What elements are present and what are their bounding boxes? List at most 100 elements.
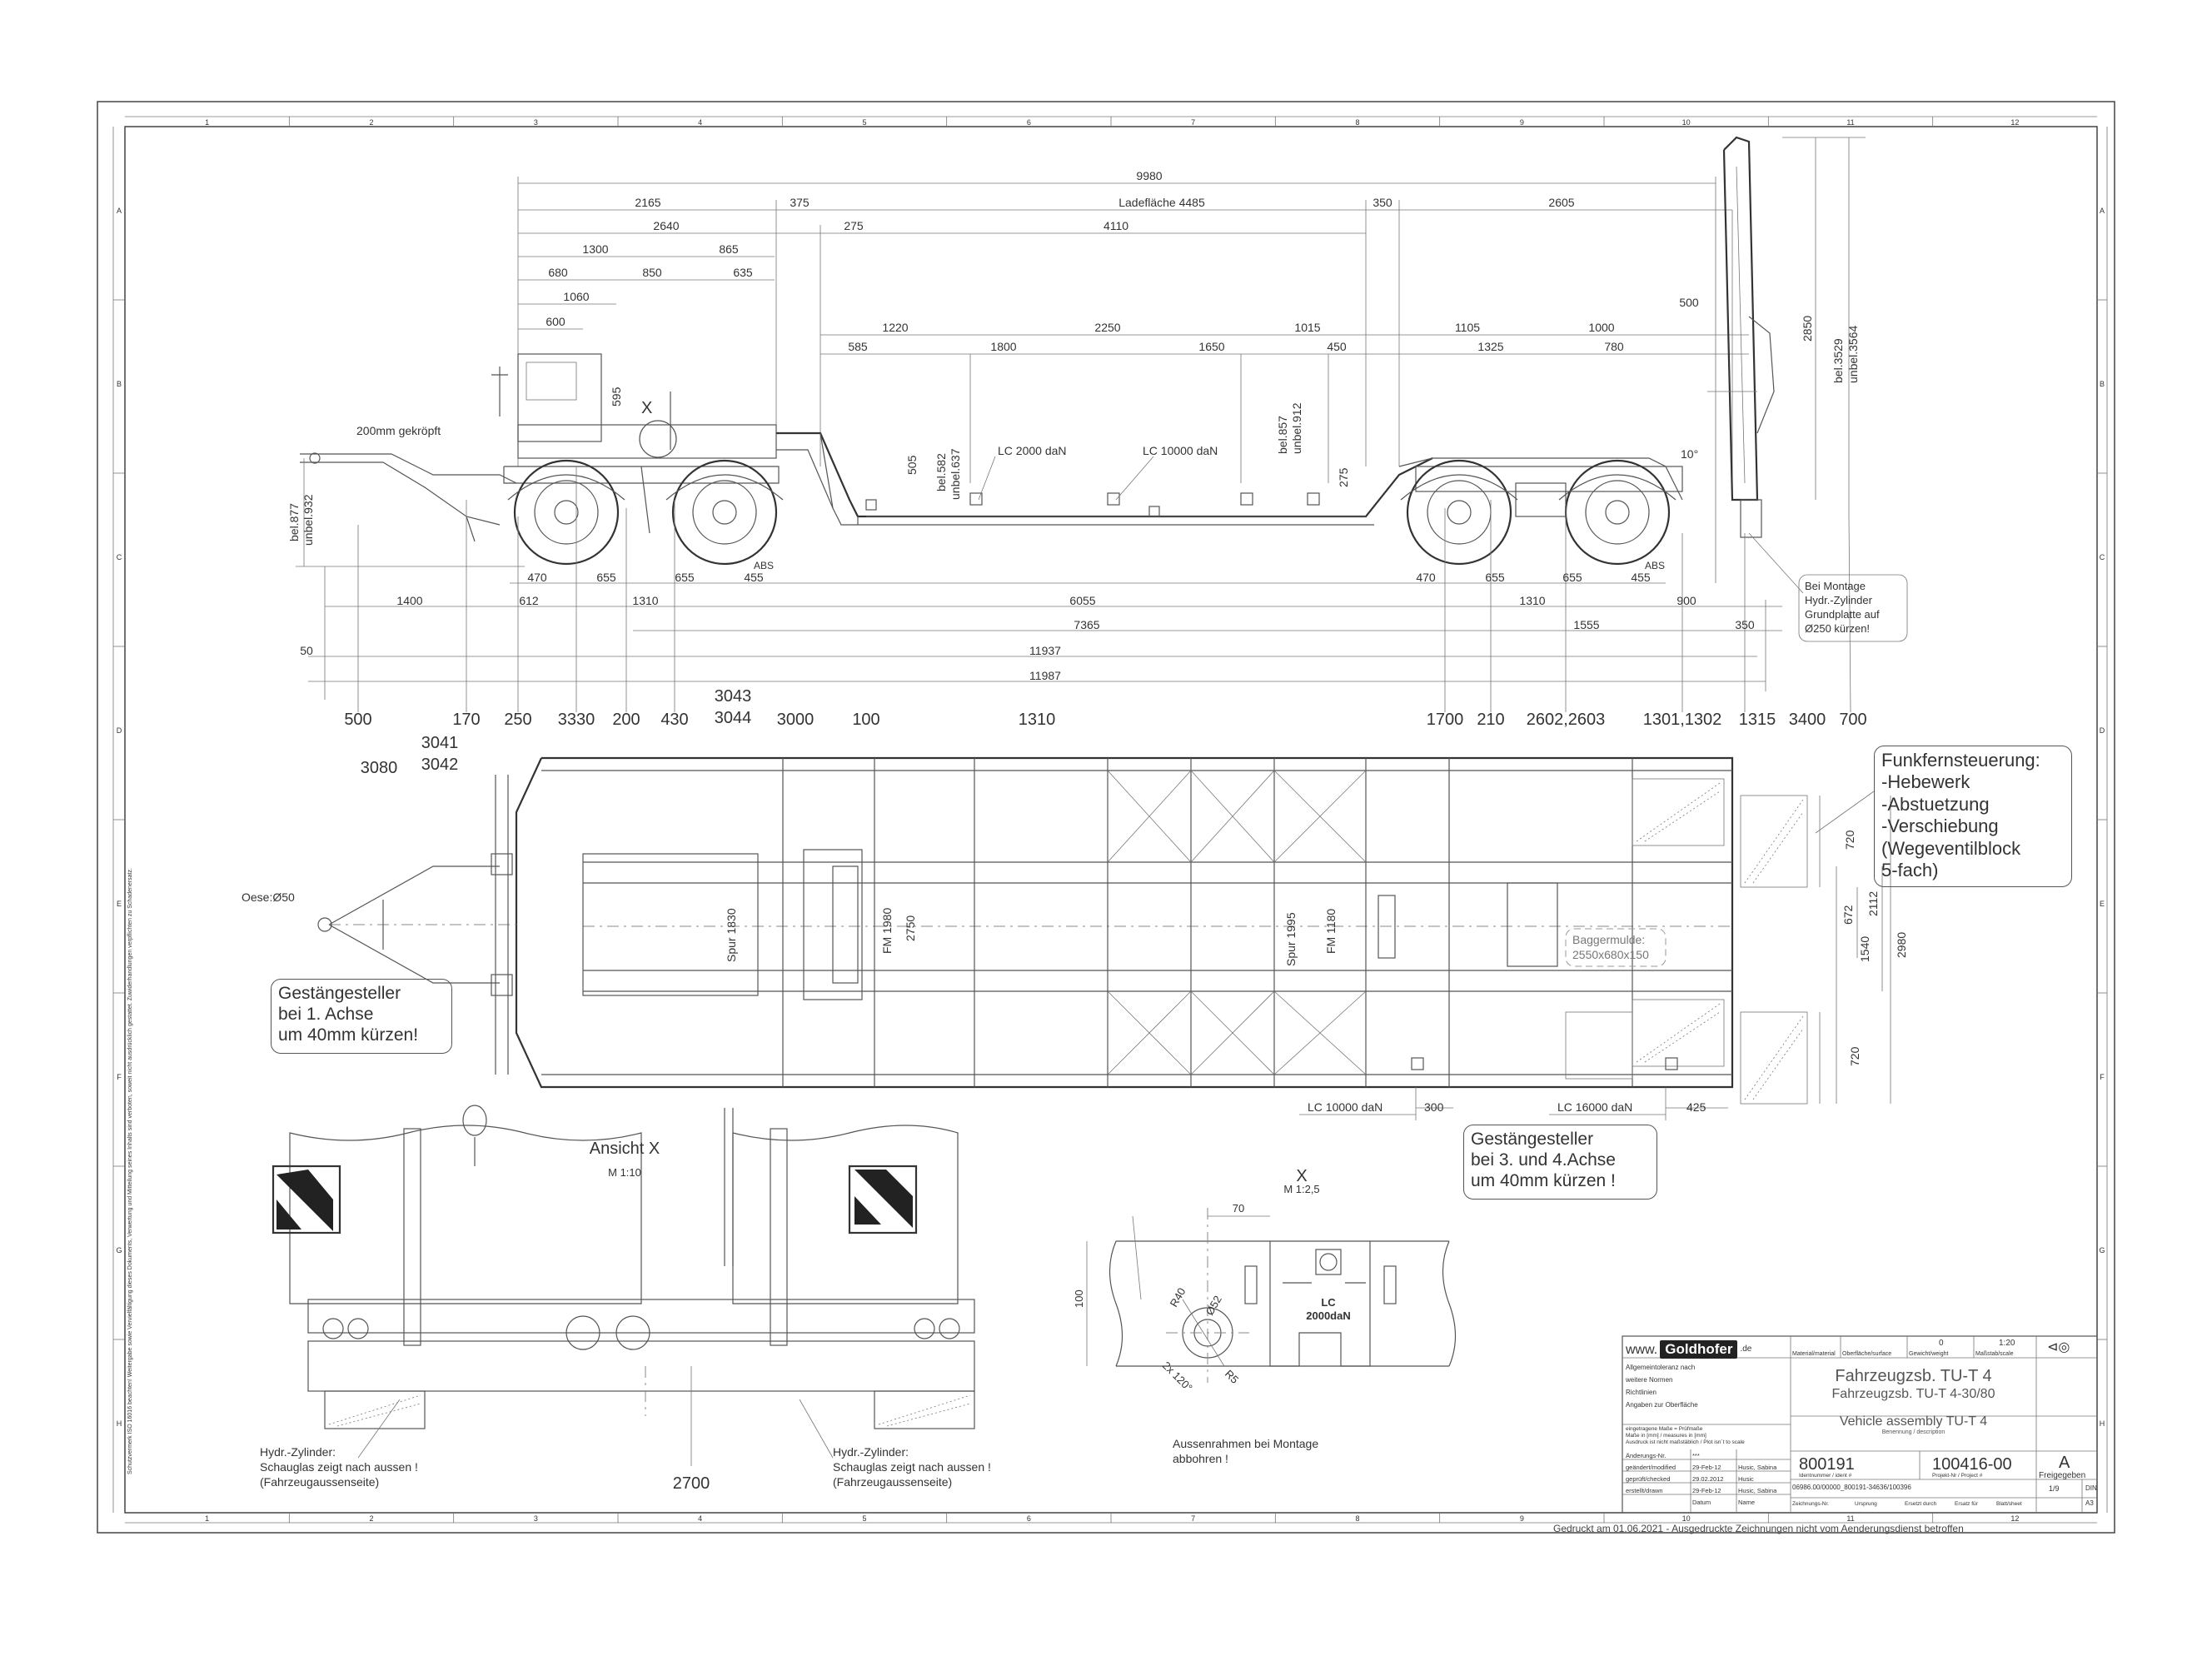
dim-4110: 4110	[1104, 219, 1128, 232]
svg-text:Spur 1830: Spur 1830	[725, 908, 738, 962]
column-ref: 3	[534, 118, 538, 127]
row-ref: B	[2100, 380, 2105, 388]
svg-text:720: 720	[1843, 830, 1856, 850]
row-ref: C	[2100, 553, 2105, 561]
dim-635: 635	[733, 266, 753, 279]
svg-text:LC 16000 daN: LC 16000 daN	[1557, 1100, 1632, 1114]
dim-585: 585	[848, 340, 868, 353]
svg-text:1555: 1555	[1573, 618, 1599, 631]
column-ref: 11	[1846, 118, 1854, 127]
side-view-labels: 9980 2165 375 Ladefläche 4485 350 2605 2…	[287, 169, 1880, 682]
svg-text:Ø52: Ø52	[1203, 1294, 1224, 1318]
row-ref: F	[2100, 1073, 2105, 1081]
lc-10000: LC 10000 daN	[1143, 444, 1218, 457]
vdim-505: 505	[905, 455, 919, 475]
column-ref: 1	[205, 118, 209, 127]
svg-text:430: 430	[660, 711, 688, 729]
item-numbers: 500 170 250 3330 200 430 3043 3044 3000 …	[344, 687, 1866, 777]
svg-text:2112: 2112	[1866, 891, 1880, 916]
column-ref: 5	[862, 118, 866, 127]
svg-text:1700: 1700	[1427, 711, 1464, 729]
dim-275: 275	[844, 219, 864, 232]
vdim-2850: 2850	[1801, 316, 1814, 342]
svg-text:11987: 11987	[1029, 669, 1061, 682]
svg-text:7365: 7365	[1074, 618, 1099, 631]
svg-text:LC 10000 daN: LC 10000 daN	[1308, 1100, 1382, 1114]
svg-text:425: 425	[1686, 1100, 1706, 1114]
dim-450: 450	[1327, 340, 1347, 353]
svg-text:470: 470	[1416, 571, 1436, 584]
column-ref: 11	[1846, 1514, 1854, 1523]
column-ref: 8	[1355, 118, 1359, 127]
plan-view	[317, 756, 1891, 1120]
dim-2165: 2165	[635, 196, 660, 209]
row-ref: A	[2100, 207, 2105, 215]
dim-850: 850	[642, 266, 662, 279]
svg-text:3000: 3000	[777, 711, 815, 729]
dim-680: 680	[548, 266, 568, 279]
svg-text:100: 100	[852, 711, 879, 729]
angle-10: 10°	[1681, 447, 1698, 461]
column-ref: 2	[369, 1514, 373, 1523]
svg-text:1310: 1310	[1019, 711, 1056, 729]
row-ref: G	[116, 1246, 122, 1254]
svg-text:abbohren !: abbohren !	[1173, 1452, 1228, 1465]
dim-1000: 1000	[1588, 321, 1614, 334]
row-ref: B	[117, 380, 122, 388]
column-ref: 7	[1191, 1514, 1195, 1523]
svg-text:(Fahrzeugaussenseite): (Fahrzeugaussenseite)	[833, 1475, 952, 1489]
column-ref: 4	[698, 118, 702, 127]
svg-text:1310: 1310	[1519, 594, 1545, 607]
row-ref: F	[117, 1073, 122, 1081]
vdim-unbel912: unbel.912	[1290, 402, 1303, 454]
svg-text:2750: 2750	[904, 915, 917, 941]
detail-x-title: X	[1296, 1167, 1307, 1185]
dim-1220: 1220	[882, 321, 908, 334]
row-ref: H	[117, 1419, 122, 1428]
plan-view-labels: Oese:Ø50 Spur 1830 FM 1980 2750 Spur 199…	[242, 830, 1908, 1114]
row-ref: E	[117, 900, 122, 908]
column-ref: 8	[1355, 1514, 1359, 1523]
ident-number: 800191	[1799, 1455, 1855, 1474]
column-ref: 10	[1682, 1514, 1691, 1523]
svg-text:FM 1980: FM 1980	[880, 908, 894, 954]
column-ref: 1	[205, 1514, 209, 1523]
abs-front: ABS	[754, 560, 774, 571]
svg-text:2550x680x150: 2550x680x150	[1572, 948, 1649, 961]
dim-780: 780	[1604, 340, 1624, 353]
dim-1015: 1015	[1294, 321, 1320, 334]
svg-text:Hydr.-Zylinder: Hydr.-Zylinder	[1805, 594, 1873, 606]
detail-x-labels: X M 1:2,5 70 100 R40 Ø52 R5 2x 120° LC 2…	[1073, 1167, 1351, 1465]
svg-text:470: 470	[527, 571, 547, 584]
vdim-595: 595	[610, 387, 623, 407]
svg-text:50: 50	[300, 644, 313, 657]
drawing-number: 06986.00/00000_800191-34636/100396	[1792, 1484, 1911, 1491]
svg-text:3330: 3330	[558, 711, 595, 729]
gooseneck-note: 200mm gekröpft	[356, 424, 441, 437]
vdim-bel3529: bel.3529	[1831, 338, 1845, 383]
svg-text:Ø250 kürzen!: Ø250 kürzen!	[1805, 622, 1870, 635]
svg-text:1310: 1310	[632, 594, 658, 607]
dim-9980: 9980	[1136, 169, 1162, 182]
dim-1060: 1060	[563, 290, 589, 303]
svg-text:455: 455	[744, 571, 764, 584]
view-x	[272, 1105, 975, 1466]
title-left-rows: Allgemeintoleranz nach weitere Normen Ri…	[1626, 1364, 1698, 1409]
title-block-headers: Material/material Oberfläche/surface Gew…	[1792, 1351, 2014, 1357]
svg-text:200: 200	[612, 711, 640, 729]
funk-note: Funkfernsteuerung: -Hebewerk -Abstuetzun…	[1874, 746, 2072, 887]
svg-text:70: 70	[1233, 1202, 1244, 1215]
sheet-number: 1/9	[2049, 1484, 2060, 1493]
lc-2000: LC 2000 daN	[998, 444, 1067, 457]
svg-text:655: 655	[1562, 571, 1582, 584]
dim-600: 600	[546, 315, 565, 328]
svg-text:655: 655	[675, 571, 695, 584]
svg-text:612: 612	[519, 594, 539, 607]
svg-text:655: 655	[1485, 571, 1505, 584]
view-x-title: Ansicht X	[590, 1140, 660, 1158]
dim-375: 375	[790, 196, 810, 209]
side-view	[296, 136, 1908, 713]
vdim-unbel932: unbel.932	[301, 494, 315, 546]
